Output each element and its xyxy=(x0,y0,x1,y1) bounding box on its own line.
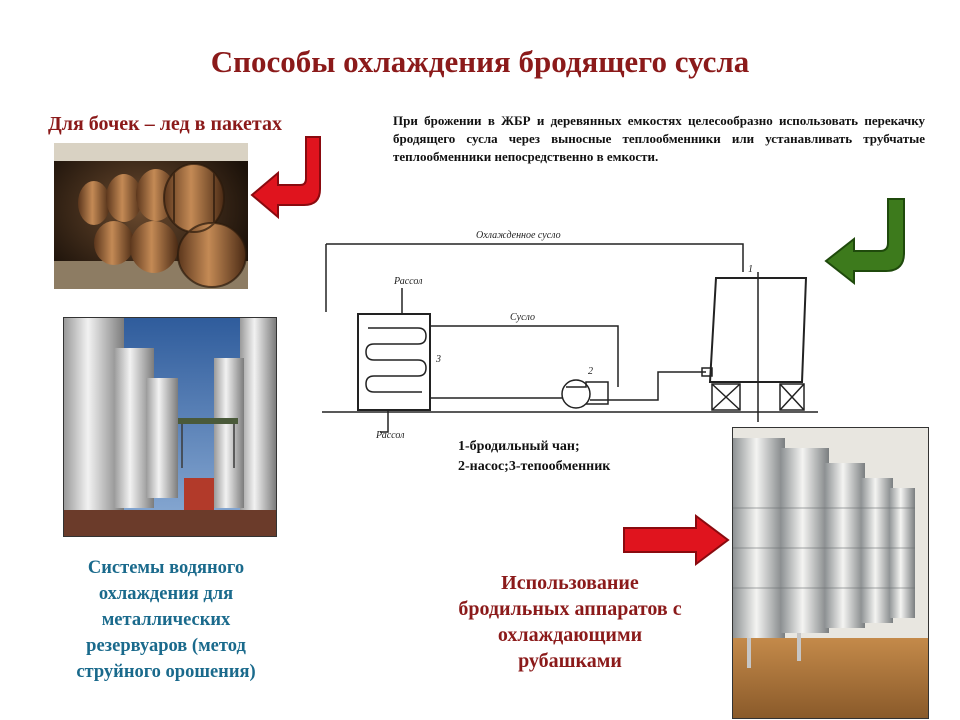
jacket-caption-line-3: охлаждающими xyxy=(497,624,643,646)
water-caption-line-4: резервуаров (метод xyxy=(86,636,246,656)
label-must: Сусло xyxy=(510,312,535,323)
label-num-1: 1 xyxy=(748,264,753,275)
intro-paragraph: При брожении в ЖБР и деревянных емкостях… xyxy=(393,113,925,164)
water-cooling-tanks-photo xyxy=(63,317,277,537)
water-caption-line-2: охлаждения для xyxy=(98,584,234,604)
diagram-legend: 1-бродильный чан; 2-насос;3-тепообменник xyxy=(458,437,610,477)
cooling-scheme-diagram: Охлажденное сусло Рассол Сусло Рассол 1 … xyxy=(318,222,830,441)
barrel-cellar-photo xyxy=(54,143,248,289)
jacketed-fermenters-photo xyxy=(732,427,929,719)
water-caption-line-1: Системы водяного xyxy=(87,558,245,578)
red-curved-arrow-icon xyxy=(248,133,328,221)
red-right-arrow-icon xyxy=(622,514,730,566)
water-caption-line-3: металлических xyxy=(101,610,231,630)
legend-line-2: 2-насос;3-тепообменник xyxy=(458,459,611,474)
barrel-caption: Для бочек – лед в пакетах xyxy=(48,113,282,135)
jacket-caption-line-2: бродильных аппаратов с xyxy=(458,598,682,620)
label-num-2: 2 xyxy=(588,366,593,377)
label-brine-bottom: Рассол xyxy=(375,430,405,440)
page-title: Способы охлаждения бродящего сусла xyxy=(210,44,750,79)
label-num-3: 3 xyxy=(435,354,441,365)
water-caption-line-5: струйного орошения) xyxy=(76,662,256,682)
label-brine-top: Рассол xyxy=(393,276,423,287)
legend-line-1: 1-бродильный чан; xyxy=(458,439,580,454)
label-cooled-must: Охлажденное сусло xyxy=(476,230,561,241)
jacketed-fermenters-caption: Использование бродильных аппаратов с охл… xyxy=(420,570,720,674)
water-cooling-caption: Системы водяного охлаждения для металлич… xyxy=(55,555,277,685)
green-curved-arrow-icon xyxy=(822,195,914,287)
jacket-caption-line-1: Использование xyxy=(501,572,639,594)
jacket-caption-line-4: рубашками xyxy=(518,650,622,672)
